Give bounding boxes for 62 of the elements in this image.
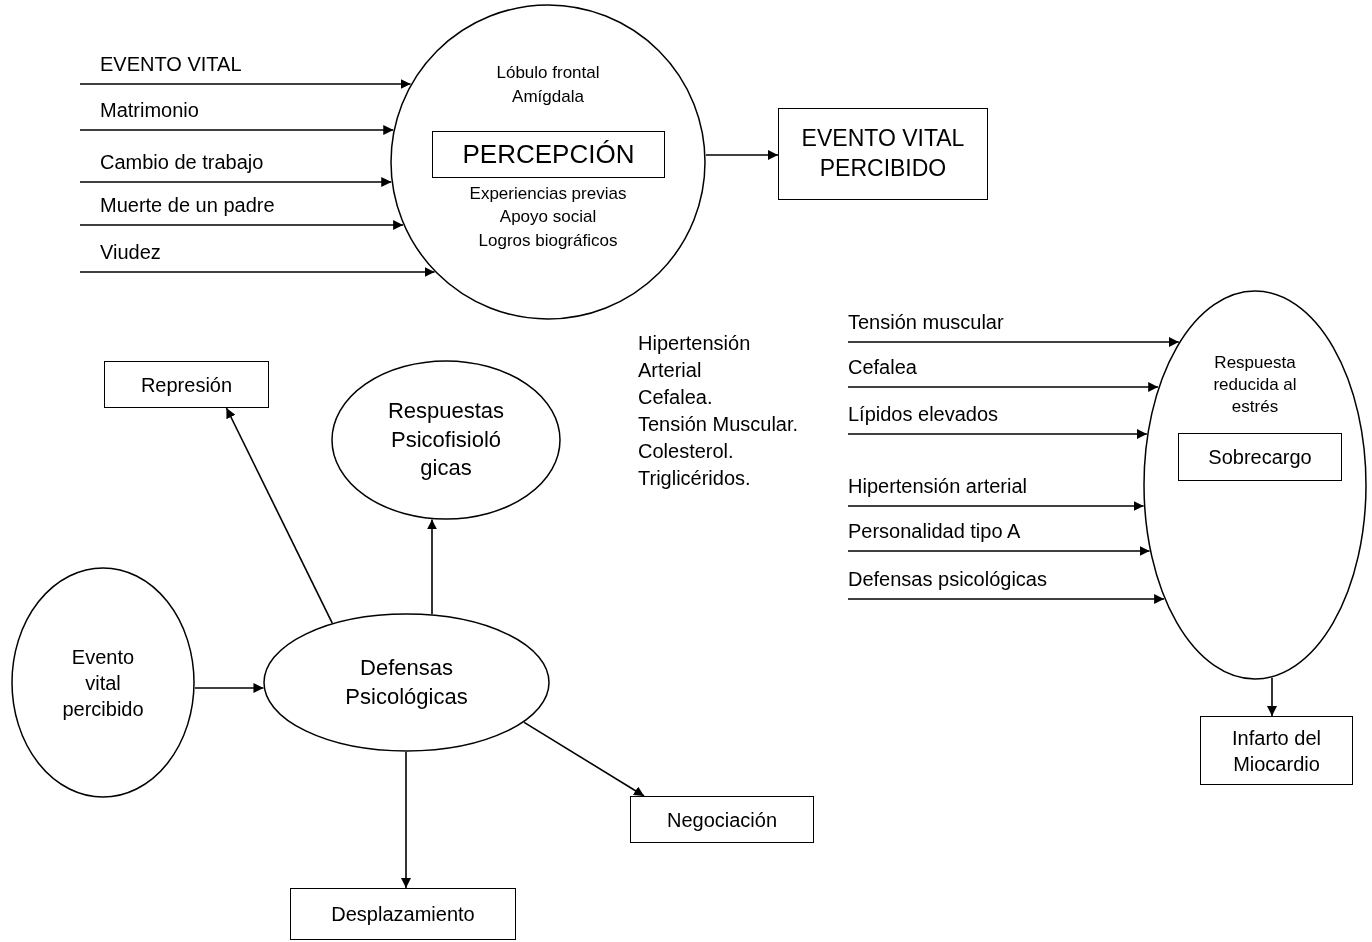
arrow [847, 337, 1180, 347]
edge-label: EVENTO VITAL [100, 53, 242, 76]
node-text: Defensas Psicológicas [344, 653, 469, 711]
arrow [427, 518, 437, 615]
edge-label: Personalidad tipo A [848, 520, 1021, 543]
node-text: Negociación [666, 807, 778, 833]
process-box [630, 796, 814, 843]
process-box [432, 131, 665, 178]
node-text: Represión [140, 372, 233, 398]
edge-label: Defensas psicológicas [848, 568, 1047, 591]
node-text: Lóbulo frontal [495, 62, 601, 84]
arrow [194, 683, 265, 693]
symptom-text: Tensión Muscular. [638, 412, 799, 437]
arrow [847, 429, 1148, 439]
node-text: Apoyo social [498, 206, 598, 228]
arrow [225, 407, 334, 624]
node-text: PERCEPCIÓN [462, 137, 635, 171]
edge-label: Viudez [100, 241, 161, 264]
arrow [79, 220, 404, 230]
node-text: Sobrecargo [1208, 445, 1312, 470]
symptom-text: Colesterol. [638, 439, 734, 464]
symptom-text: Hipertensión Arterial [638, 331, 752, 383]
process-box [1200, 716, 1353, 785]
arrow [847, 594, 1165, 604]
node-text: EVENTO VITAL PERCIBIDO [800, 124, 966, 183]
ellipse-node [331, 360, 561, 520]
node-text: Respuestas Psicofisioló gicas [386, 397, 506, 483]
arrow [79, 267, 436, 277]
symptom-text: Cefalea. [638, 385, 713, 410]
arrow [79, 79, 412, 89]
process-box [778, 108, 988, 200]
node-text: Desplazamiento [331, 902, 475, 927]
arrow [847, 382, 1159, 392]
arrow [847, 501, 1145, 511]
node-text: Infarto del Miocardio [1231, 725, 1322, 777]
edge-label: Cefalea [848, 356, 917, 379]
arrow [705, 150, 779, 160]
symptom-text: Triglicéridos. [638, 466, 751, 491]
ellipse-node [1143, 290, 1367, 680]
edge-label: Cambio de trabajo [100, 151, 264, 174]
node-text: Respuesta reducida al estrés [1212, 352, 1298, 419]
arrow [79, 125, 395, 135]
node-text: Amígdala [511, 86, 585, 108]
node-text: Logros biográficos [477, 230, 619, 252]
process-box [290, 888, 516, 940]
arrow [79, 177, 393, 187]
arrow [1267, 676, 1277, 717]
edge-label: Hipertensión arterial [848, 475, 1027, 498]
process-box [1178, 433, 1342, 481]
process-box [104, 361, 269, 408]
ellipse-node [11, 567, 195, 798]
arrow [847, 546, 1151, 556]
edge-label: Tensión muscular [848, 311, 1004, 334]
arrow [401, 751, 411, 889]
edge-label: Matrimonio [100, 99, 199, 122]
ellipse-node [263, 613, 550, 752]
edge-label: Muerte de un padre [100, 194, 275, 217]
node-text: Evento vital percibido [61, 644, 145, 722]
arrow [523, 721, 645, 797]
ellipse-node [390, 4, 706, 320]
node-text: Experiencias previas [468, 183, 628, 205]
edge-label: Lípidos elevados [848, 403, 999, 426]
